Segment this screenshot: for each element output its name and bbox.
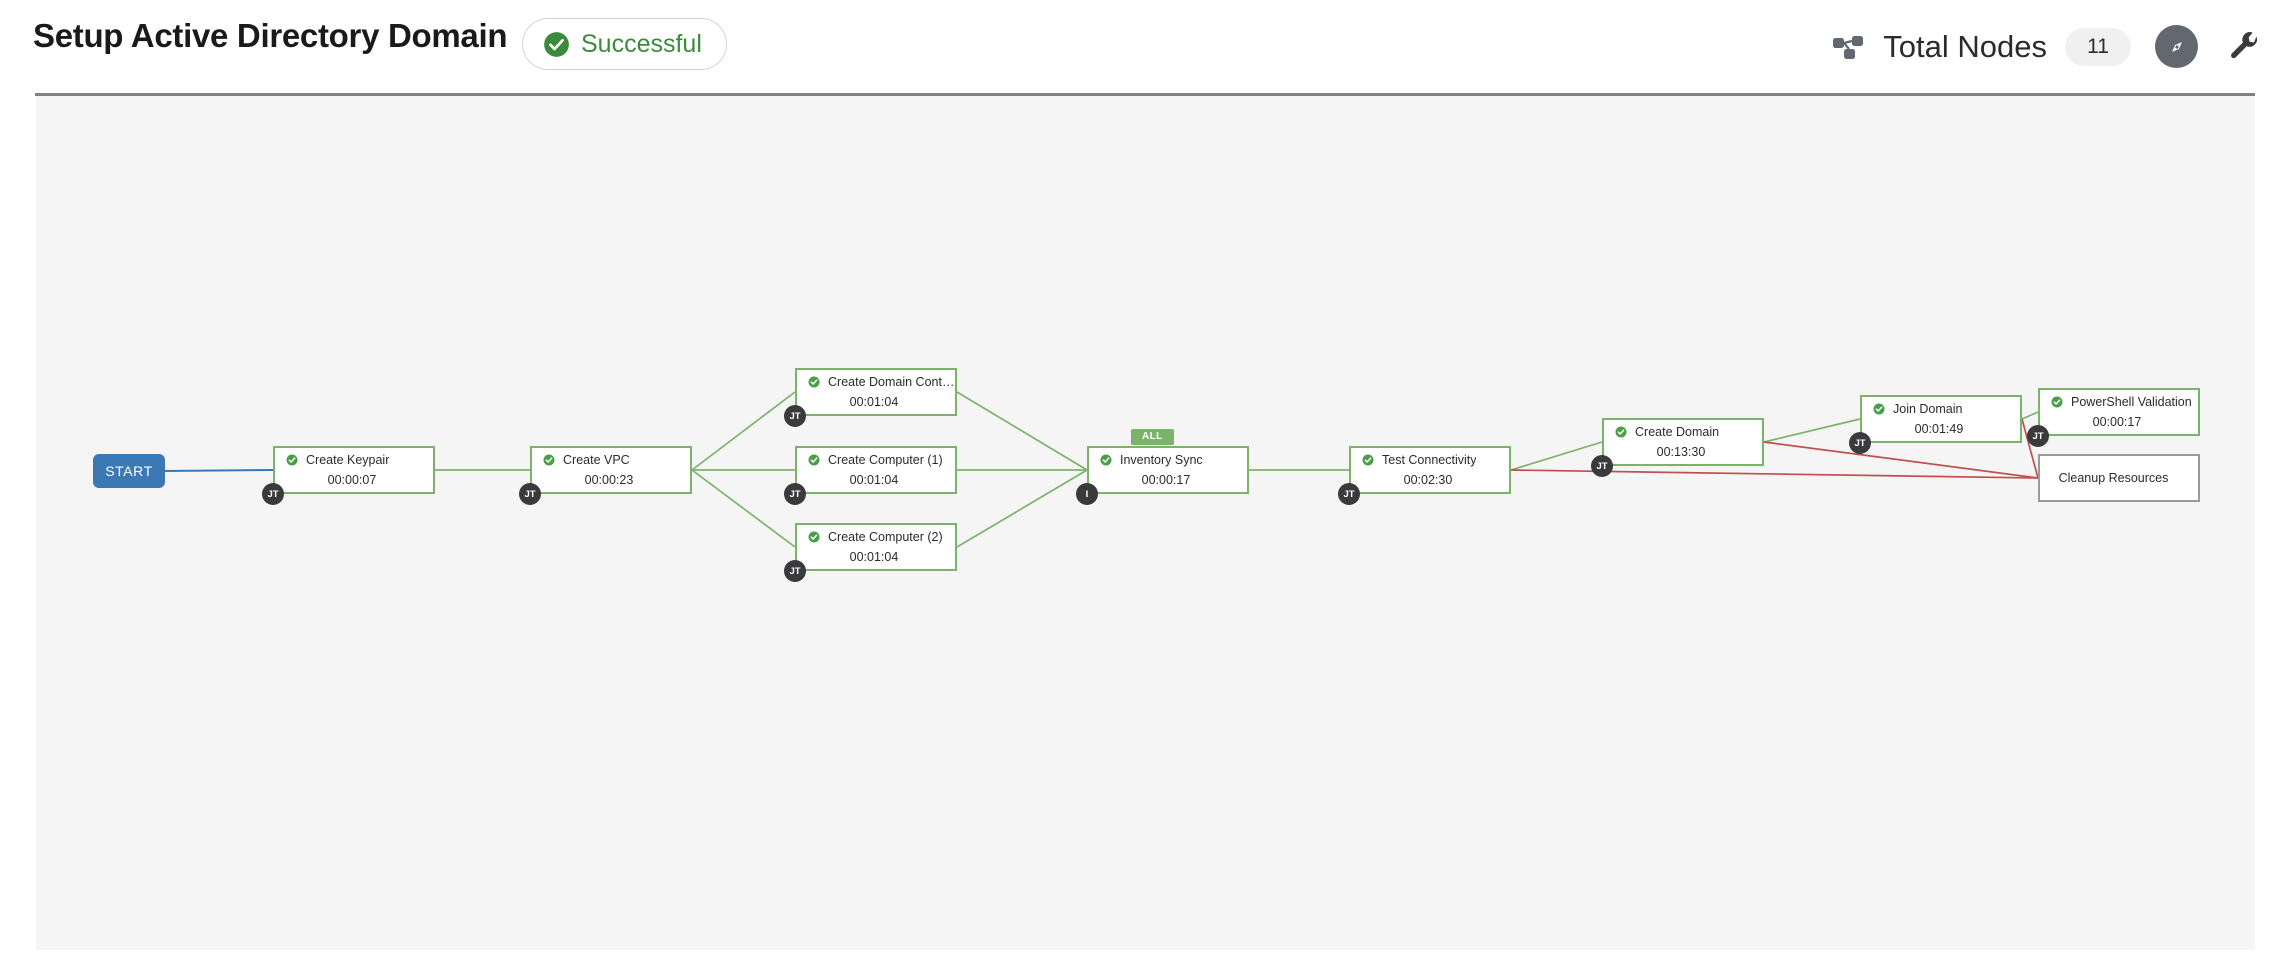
- node-label: PowerShell Validation: [2071, 395, 2192, 409]
- actor-badge[interactable]: JT: [1849, 432, 1871, 454]
- check-circle-icon: [543, 454, 555, 466]
- node-duration: 00:00:07: [327, 473, 377, 487]
- all-chip: ALL: [1131, 429, 1174, 445]
- actor-badge[interactable]: JT: [784, 483, 806, 505]
- node-label: Cleanup Resources: [2058, 471, 2169, 485]
- start-node-label: START: [105, 463, 153, 479]
- node-label: Create Computer (1): [828, 453, 943, 467]
- check-circle-icon: [1362, 454, 1374, 466]
- edge-create-domain-to-join-domain: [1763, 418, 1861, 443]
- check-circle-icon: [543, 31, 570, 58]
- status-badge-label: Successful: [581, 29, 702, 58]
- actor-badge[interactable]: JT: [784, 560, 806, 582]
- edge-test-connectivity-to-create-domain: [1510, 441, 1603, 471]
- node-header: Create Computer (2): [797, 530, 955, 544]
- check-circle-icon: [1100, 454, 1112, 466]
- node-header: PowerShell Validation: [2040, 395, 2198, 409]
- node-duration: 00:01:04: [849, 395, 899, 409]
- node-label: Test Connectivity: [1382, 453, 1477, 467]
- node-label: Create Keypair: [306, 453, 390, 467]
- hierarchy-icon: [1832, 33, 1866, 61]
- edge-create-vpc-to-create-computer-2: [691, 469, 796, 548]
- node-duration: 00:01:49: [1914, 422, 1964, 436]
- edge-join-domain-to-powershell-validation: [2021, 411, 2039, 420]
- node-create-vpc[interactable]: Create VPC 00:00:23: [530, 446, 692, 494]
- node-header: Create Keypair: [275, 453, 433, 467]
- node-test-connectivity[interactable]: Test Connectivity 00:02:30: [1349, 446, 1511, 494]
- header-divider: [35, 93, 2255, 96]
- node-create-computer-2[interactable]: Create Computer (2) 00:01:04: [795, 523, 957, 571]
- actor-badge[interactable]: I: [1076, 483, 1098, 505]
- node-duration: 00:01:04: [849, 550, 899, 564]
- actor-badge[interactable]: JT: [784, 405, 806, 427]
- check-circle-icon: [808, 531, 820, 543]
- node-duration: 00:00:23: [584, 473, 634, 487]
- node-header: Join Domain: [1862, 402, 2020, 416]
- node-create-keypair[interactable]: Create Keypair 00:00:07: [273, 446, 435, 494]
- check-circle-icon: [1873, 403, 1885, 415]
- node-header: Create VPC: [532, 453, 690, 467]
- node-label: Join Domain: [1893, 402, 1963, 416]
- node-duration: 00:02:30: [1403, 473, 1453, 487]
- edge-create-vpc-to-create-domain-controller: [691, 391, 796, 471]
- node-header: Create Computer (1): [797, 453, 955, 467]
- node-duration: 00:01:04: [849, 473, 899, 487]
- node-inventory-sync[interactable]: Inventory Sync 00:00:17: [1087, 446, 1249, 494]
- header-actions: Total Nodes 11: [1832, 0, 2262, 93]
- edge-create-domain-to-cleanup-resources: [1763, 441, 2039, 479]
- node-label: Inventory Sync: [1120, 453, 1203, 467]
- edge-join-domain-to-cleanup-resources: [2021, 418, 2039, 479]
- actor-badge[interactable]: JT: [1338, 483, 1360, 505]
- node-header: Test Connectivity: [1351, 453, 1509, 467]
- check-circle-icon: [2051, 396, 2063, 408]
- actor-badge[interactable]: JT: [262, 483, 284, 505]
- edge-create-domain-controller-to-inventory-sync: [956, 391, 1088, 471]
- edge-create-computer-2-to-inventory-sync: [956, 469, 1088, 548]
- wrench-icon[interactable]: [2228, 30, 2262, 64]
- node-powershell-validation[interactable]: PowerShell Validation 00:00:17: [2038, 388, 2200, 436]
- node-create-computer-1[interactable]: Create Computer (1) 00:01:04: [795, 446, 957, 494]
- node-duration: 00:00:17: [1141, 473, 1191, 487]
- actor-badge[interactable]: JT: [1591, 455, 1613, 477]
- node-header: Create Domain Contr...: [797, 375, 955, 389]
- node-create-domain[interactable]: Create Domain 00:13:30: [1602, 418, 1764, 466]
- node-label: Create Domain: [1635, 425, 1720, 439]
- node-label: Create VPC: [563, 453, 630, 467]
- node-duration: 00:00:17: [2092, 415, 2142, 429]
- check-circle-icon: [808, 454, 820, 466]
- check-circle-icon: [808, 376, 820, 388]
- actor-badge[interactable]: JT: [519, 483, 541, 505]
- actor-badge[interactable]: JT: [2027, 425, 2049, 447]
- check-circle-icon: [1615, 426, 1627, 438]
- node-create-domain-controller[interactable]: Create Domain Contr... 00:01:04: [795, 368, 957, 416]
- node-label: Create Domain Contr...: [828, 375, 955, 389]
- node-duration: 00:13:30: [1656, 445, 1706, 459]
- start-node[interactable]: START: [93, 454, 165, 488]
- status-badge: Successful: [522, 18, 727, 70]
- compass-icon[interactable]: [2155, 25, 2198, 68]
- node-header: Inventory Sync: [1089, 453, 1247, 467]
- edge-start-to-create-keypair: [164, 469, 274, 472]
- node-header: Create Domain: [1604, 425, 1762, 439]
- node-label: Create Computer (2): [828, 530, 943, 544]
- node-join-domain[interactable]: Join Domain 00:01:49: [1860, 395, 2022, 443]
- edge-layer: [164, 391, 2039, 548]
- page-header: Setup Active Directory Domain Successful…: [0, 0, 2290, 93]
- total-nodes-label: Total Nodes: [1883, 28, 2047, 64]
- page-title: Setup Active Directory Domain: [33, 17, 508, 54]
- total-nodes-count: 11: [2065, 27, 2131, 66]
- check-circle-icon: [286, 454, 298, 466]
- node-cleanup-resources[interactable]: Cleanup Resources: [2038, 454, 2200, 502]
